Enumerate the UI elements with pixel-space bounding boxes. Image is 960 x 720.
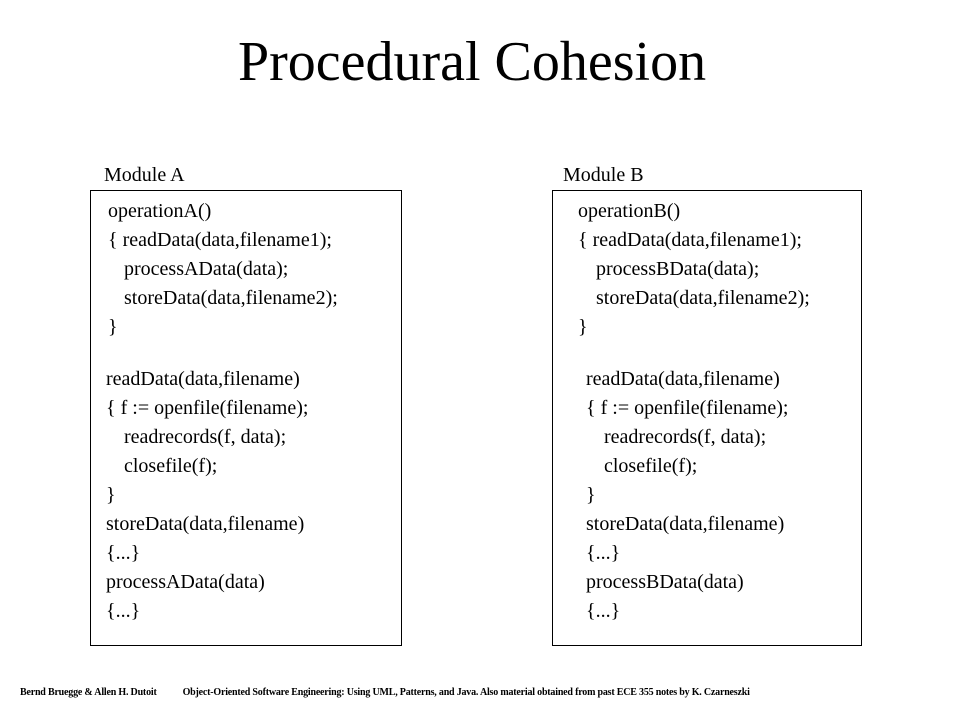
module-a-code-line: } [106,484,116,506]
module-b-code-line: storeData(data,filename2); [596,287,810,309]
module-b-code-line: storeData(data,filename) [586,513,785,535]
module-a-label: Module A [104,164,185,186]
module-b-code-line: operationB() [578,200,681,222]
slide-title: Procedural Cohesion [237,31,707,93]
module-a-box [90,190,402,646]
module-a-code-line: {...} [106,542,141,564]
module-a-code-line: readData(data,filename) [106,368,300,390]
module-a-code-line: operationA() [108,200,212,222]
module-a-code-line: processAData(data) [106,571,265,593]
footer-book: Object-Oriented Software Engineering: Us… [182,687,750,698]
module-b-code-line: { readData(data,filename1); [578,229,802,251]
module-b-code-line: {...} [586,600,621,622]
module-b-code-line: processBData(data); [596,258,760,280]
module-a-code-line: } [108,316,118,338]
module-a-code-line: readrecords(f, data); [124,426,287,448]
module-b-code-line: {...} [586,542,621,564]
module-a-code-line: processAData(data); [124,258,289,280]
module-b-code-line: readrecords(f, data); [604,426,767,448]
module-b-code-line: } [578,316,588,338]
footer-authors: Bernd Bruegge & Allen H. Dutoit [20,687,157,698]
module-a-code-line: { readData(data,filename1); [108,229,332,251]
module-a-code-line: { f := openfile(filename); [106,397,309,419]
module-b-code-line: closefile(f); [604,455,698,477]
module-a-code-line: storeData(data,filename) [106,513,305,535]
slide-footer: Bernd Bruegge & Allen H. Dutoit Object-Or… [20,686,750,700]
module-a-code-line: closefile(f); [124,455,218,477]
module-b-code-line: readData(data,filename) [586,368,780,390]
module-a-code-line: storeData(data,filename2); [124,287,338,309]
module-b-label: Module B [563,164,644,186]
module-b-code-line: processBData(data) [586,571,744,593]
module-b-code-line: } [586,484,596,506]
module-b-code-line: { f := openfile(filename); [586,397,789,419]
module-b-box [552,190,862,646]
module-a-code-line: {...} [106,600,141,622]
